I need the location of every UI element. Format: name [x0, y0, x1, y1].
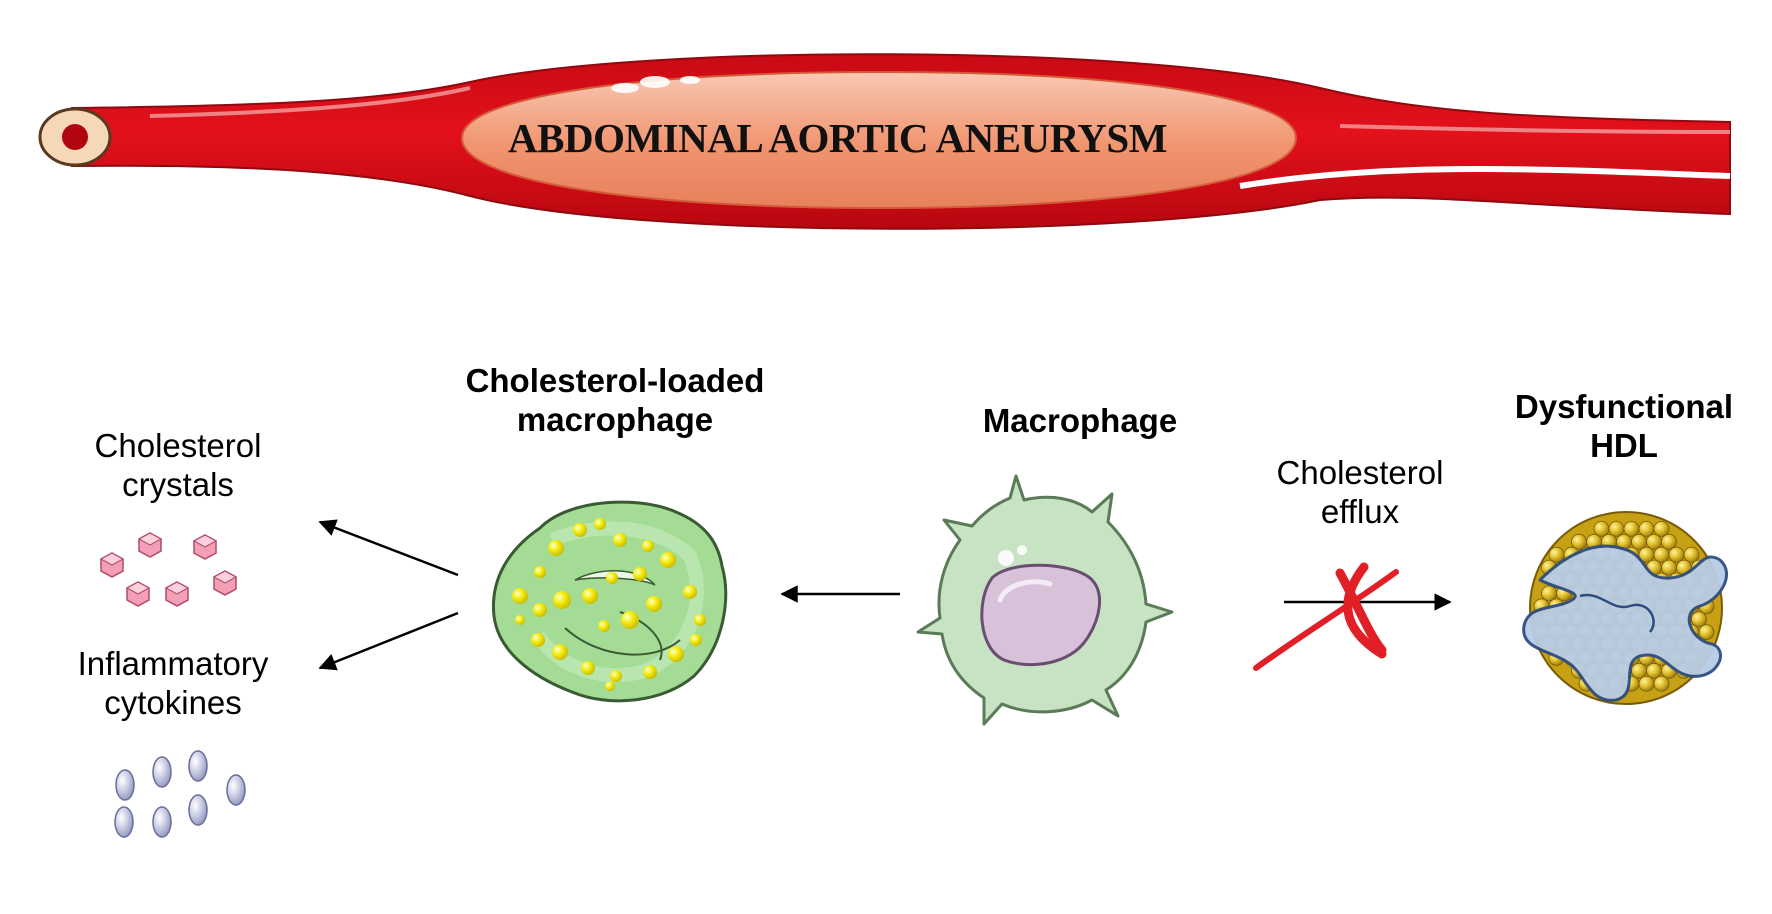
- aneurysm-sac: [460, 70, 1298, 210]
- hdl-lipid-sphere: [1608, 521, 1625, 537]
- hdl-lipid-sphere: [1698, 624, 1715, 640]
- cytokine-icon: [152, 756, 172, 788]
- hdl-lipid-sphere: [1691, 611, 1707, 628]
- hdl-apoprotein: [1522, 544, 1728, 702]
- highlight: [611, 83, 639, 93]
- hdl-lipid-sphere: [1548, 546, 1565, 563]
- crystal-icon: [99, 552, 125, 578]
- hdl-lipid-sphere: [1668, 546, 1685, 563]
- hdl-lipid-sphere: [1631, 533, 1647, 550]
- hdl-lipid-sphere: [1541, 585, 1557, 602]
- cholesterol-crystals: [99, 532, 238, 607]
- hdl-lipid-sphere: [1623, 521, 1640, 537]
- hdl-lipid-sphere: [1571, 533, 1587, 550]
- label-inflammatory-cytokines: Inflammatory cytokines: [77, 645, 269, 721]
- crystal-icon: [212, 570, 238, 596]
- arrow-to-crystals: [318, 519, 459, 577]
- highlight: [1017, 545, 1027, 555]
- crystal-icon: [125, 581, 151, 607]
- label-cholesterol-crystals: Cholesterol crystals: [94, 427, 262, 503]
- highlight: [998, 550, 1014, 566]
- crystal-icon: [164, 581, 190, 607]
- cytokine-icon: [188, 750, 208, 782]
- blocked-cross-icon: [1253, 562, 1399, 671]
- hdl-lipid-sphere: [1661, 559, 1677, 576]
- hdl-lipid-sphere: [1631, 662, 1647, 679]
- label-macrophage: Macrophage: [982, 402, 1178, 439]
- crystal-icon: [137, 532, 163, 558]
- label-cholesterol-loaded-macrophage: Cholesterol-loaded macrophage: [465, 362, 765, 438]
- hdl-lipid-sphere: [1653, 521, 1670, 537]
- label-dysfunctional-hdl: Dysfunctional HDL: [1514, 388, 1734, 464]
- hdl-lipid-sphere: [1683, 546, 1700, 563]
- cytokines: [114, 750, 246, 838]
- crystal-icon: [192, 534, 218, 560]
- arrows: [318, 519, 1452, 671]
- arrow-to-cytokines: [318, 611, 459, 671]
- hdl-lipid-sphere: [1653, 675, 1670, 692]
- highlight: [640, 76, 670, 88]
- cytokine-icon: [188, 794, 208, 826]
- hdl-particle: [1522, 511, 1728, 705]
- hdl-lipid-sphere: [1661, 533, 1677, 550]
- hdl-lipid-sphere: [1638, 521, 1655, 537]
- loaded-macrophage-cell: [491, 500, 728, 703]
- cytokine-icon: [152, 806, 172, 838]
- label-cholesterol-efflux: Cholesterol efflux: [1276, 454, 1444, 530]
- hdl-lipid-sphere: [1653, 546, 1670, 563]
- macrophage-cell: [916, 474, 1174, 726]
- diagram-title: ABDOMINAL AORTIC ANEURYSM: [508, 115, 1167, 161]
- aorta-lumen-end: [38, 107, 112, 167]
- cytokine-icon: [115, 769, 135, 801]
- cytokine-icon: [226, 774, 246, 806]
- cytokine-icon: [114, 806, 134, 838]
- lipid-droplets: [512, 518, 706, 691]
- hdl-lipid-sphere: [1638, 675, 1655, 692]
- hdl-lipid-sphere: [1593, 521, 1610, 537]
- hdl-lipid-sphere: [1646, 662, 1662, 679]
- hdl-lipid-sphere: [1646, 533, 1662, 550]
- highlight: [680, 76, 700, 84]
